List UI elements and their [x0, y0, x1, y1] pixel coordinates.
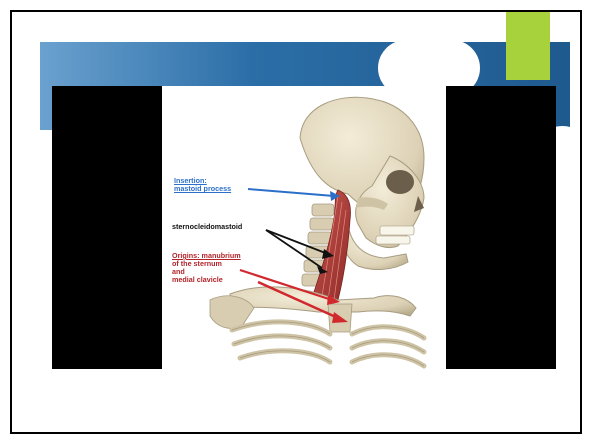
insertion-arrow	[248, 189, 334, 196]
insertion-label-line2: mastoid process	[174, 185, 231, 193]
left-black-bar	[52, 86, 162, 369]
right-black-bar	[446, 86, 556, 369]
muscle-label: sternocleidomastoid	[172, 223, 242, 231]
slide: Insertion: mastoid process sternocleidom…	[10, 10, 582, 434]
origins-label: Origins: manubrium of the sternum and me…	[172, 252, 241, 284]
origins-label-line4: medial clavicle	[172, 276, 241, 284]
anatomy-figure: Insertion: mastoid process sternocleidom…	[162, 86, 446, 369]
accent-square	[506, 12, 550, 80]
insertion-label: Insertion: mastoid process	[174, 177, 231, 193]
